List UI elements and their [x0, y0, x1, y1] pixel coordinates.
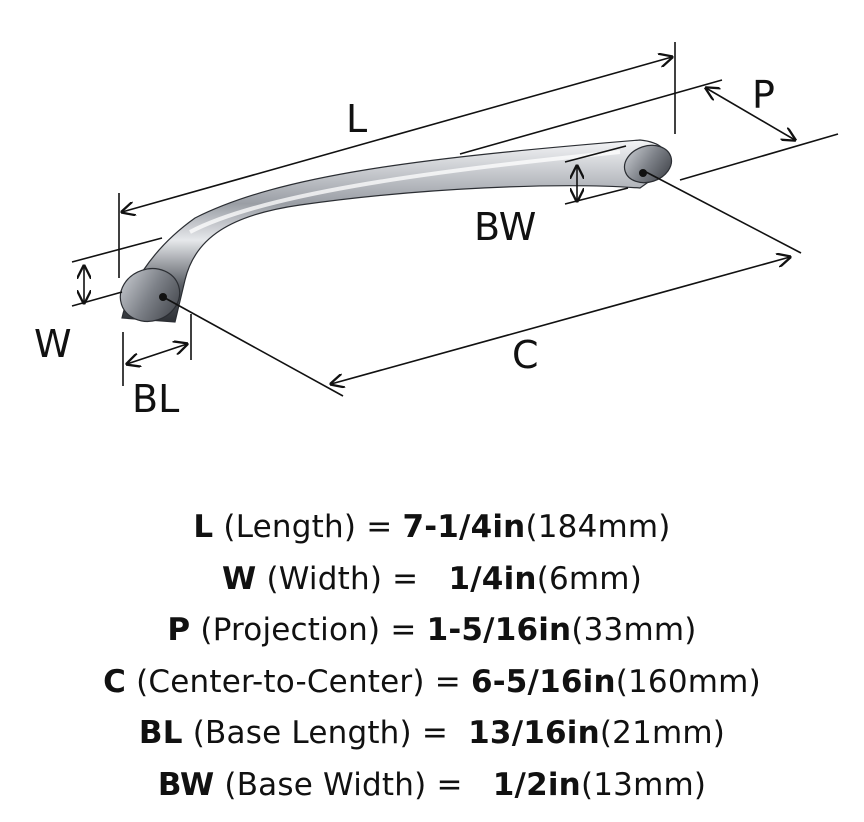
spec-length: L (Length) = 7-1/4in(184mm)	[193, 509, 671, 545]
projection-label: P	[752, 73, 775, 117]
base-width-extension-top	[564, 145, 627, 163]
spec-base-length: BL (Base Length) = 13/16in(21mm)	[138, 715, 726, 751]
length-label: L	[346, 97, 367, 141]
center-dimension-arrow	[331, 257, 790, 384]
handle-dimension-diagram: L P BW W C BL	[34, 42, 839, 421]
spec-projection: P (Projection) = 1-5/16in(33mm)	[167, 612, 697, 648]
base-width-label: BW	[474, 205, 536, 249]
spec-center-to-center: C (Center-to-Center) = 6-5/16in(160mm)	[103, 663, 761, 700]
width-extension-top	[71, 237, 163, 263]
cabinet-pull-handle	[119, 139, 673, 323]
dimension-lines	[71, 42, 839, 397]
center-to-center-label: C	[512, 333, 539, 377]
dimension-spec-list: L (Length) = 7-1/4in(184mm) W (Width) = …	[0, 502, 864, 811]
spec-width: W (Width) = 1/4in(6mm)	[222, 560, 642, 597]
projection-extension-top	[459, 79, 723, 155]
width-extension-bottom	[71, 291, 123, 307]
projection-extension-bottom	[679, 133, 839, 181]
center-extension-right	[645, 171, 802, 254]
left-base-cap	[119, 267, 181, 323]
left-screw-hole	[159, 293, 167, 301]
center-extension-left	[164, 297, 344, 397]
width-label: W	[34, 322, 72, 366]
spec-base-width: BW (Base Width) = 1/2in(13mm)	[157, 766, 707, 803]
base-width-extension-bottom	[564, 187, 629, 205]
base-length-dimension-arrow	[127, 344, 187, 364]
length-dimension-arrow	[122, 57, 672, 212]
handle-bar	[121, 139, 669, 323]
right-screw-hole	[639, 169, 647, 177]
base-length-label: BL	[132, 377, 179, 421]
projection-dimension-arrow	[706, 88, 795, 140]
